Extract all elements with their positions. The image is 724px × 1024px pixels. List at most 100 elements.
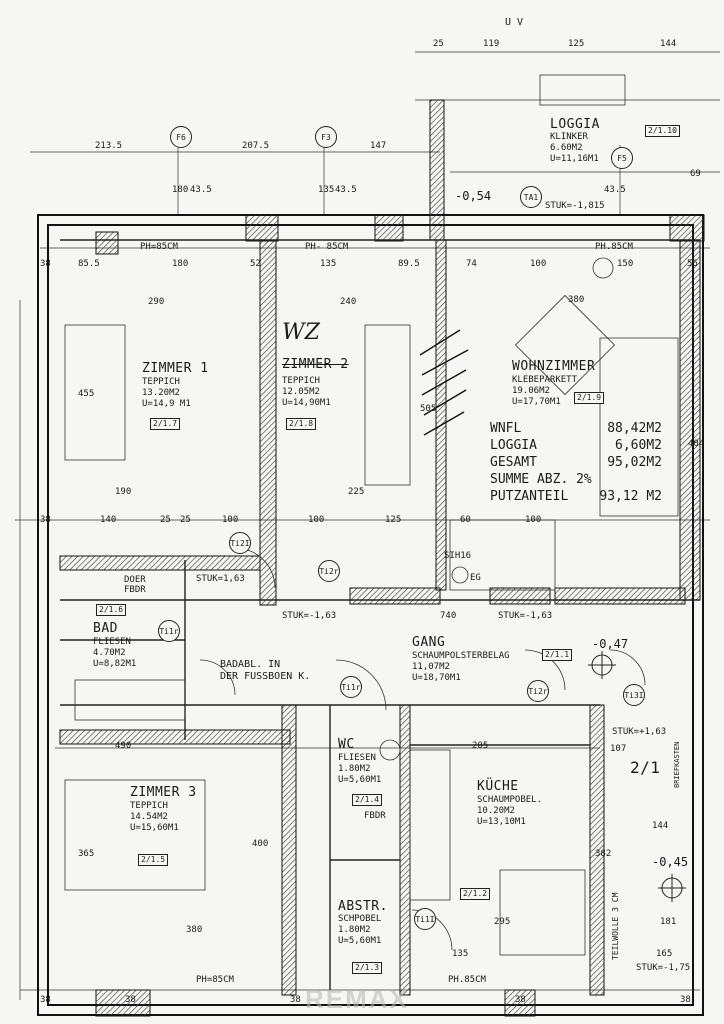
ph-label: PH.85CM — [595, 242, 633, 252]
dimension-label: 56 — [687, 259, 698, 269]
room-material: KLINKER — [550, 132, 588, 142]
room-name-gang: GANG — [412, 635, 446, 650]
fbdr-label: FBDR — [124, 585, 146, 595]
door-tag: Ti1r — [340, 676, 362, 698]
room-name-loggia: LOGGIA — [550, 117, 600, 132]
door-tag: Ti2r — [318, 560, 340, 582]
stuk-label: STUK=-1,63 — [498, 611, 553, 621]
axis-marker: F6 — [170, 126, 192, 148]
dimension-label: 455 — [78, 389, 95, 399]
stuk-label: STUK=1,63 — [196, 574, 245, 584]
level-label: -0,47 — [592, 637, 629, 651]
dimension-label: 89.5 — [398, 259, 420, 269]
room-name-abstr: ABSTR. — [338, 899, 388, 914]
room-material: SCHPOBEL — [338, 914, 382, 924]
dimension-label: 380 — [186, 925, 203, 935]
dimension-label: 295 — [494, 917, 511, 927]
dimension-label: 43.5 — [190, 185, 212, 195]
dimension-label: 43.5 — [604, 185, 626, 195]
dimension-label: 60 — [460, 515, 471, 525]
dimension-label: 100 — [525, 515, 542, 525]
dimension-label: 135 — [452, 949, 469, 959]
dimension-label: 740 — [440, 611, 457, 621]
dimension-label: 38 — [290, 995, 301, 1005]
dimension-label: 207.5 — [242, 141, 270, 151]
dimension-label: 400 — [252, 839, 269, 849]
mailbox-label: BRIEFKASTEN — [673, 741, 681, 788]
dimension-label: 25 — [160, 515, 171, 525]
dimension-label: 69 — [690, 169, 701, 179]
room-perimeter: U=14,9 M1 — [142, 399, 191, 409]
note-badablage: BADABL. IN — [220, 659, 281, 670]
dimension-label: 125 — [385, 515, 402, 525]
dimension-label: 180 — [172, 185, 189, 195]
door-tag: Ti2r — [527, 680, 549, 702]
ph-label: PH=85CM — [140, 242, 178, 252]
room-name-bad: BAD — [93, 621, 118, 636]
handwritten-note: WZ — [282, 320, 320, 345]
room-area: 12.05M2 — [282, 387, 320, 397]
dimension-label: 125 — [568, 39, 585, 49]
ph-label: PH- 85CM — [305, 242, 349, 252]
dimension-label: 38 — [515, 995, 526, 1005]
dimension-label: 150 — [617, 259, 634, 269]
door-tag: Ti1r — [158, 620, 180, 642]
dimension-label: 52 — [250, 259, 261, 269]
dimension-label: 205 — [472, 741, 489, 751]
furniture — [64, 74, 679, 956]
room-perimeter: U=5,60M1 — [338, 936, 382, 946]
room-area: 14.54M2 — [130, 812, 168, 822]
wall-note: TEILWOLLE 3 CM — [611, 892, 620, 960]
room-material: FLIESEN — [93, 637, 131, 647]
room-area: 19.06M2 — [512, 386, 550, 396]
dimension-label: 240 — [340, 297, 357, 307]
door-tag: Ti2I — [229, 532, 251, 554]
dimension-label: 140 — [100, 515, 117, 525]
room-tag: 2/1.5 — [138, 854, 169, 866]
dimension-label: 365 — [78, 849, 95, 859]
room-perimeter: U=14,90M1 — [282, 398, 331, 408]
room-tag: 2/1.8 — [286, 418, 317, 430]
dimension-label: 144 — [652, 821, 669, 831]
stuk-label: STUK=-1,75 — [636, 963, 691, 973]
level-label: -0,54 — [455, 189, 492, 203]
dimension-label: 25 — [180, 515, 191, 525]
dimension-label: 181 — [660, 917, 677, 927]
socket-label: EG — [470, 573, 481, 583]
dimension-label: 144 — [660, 39, 677, 49]
room-material: TEPPICH — [142, 377, 180, 387]
room-area: 13.20M2 — [142, 388, 180, 398]
room-name-kueche: KÜCHE — [477, 779, 519, 794]
hand-strokes — [419, 329, 469, 436]
room-tag: 2/1.10 — [645, 125, 680, 137]
dimension-label: 190 — [115, 487, 132, 497]
dimension-label: 135 — [318, 185, 335, 195]
room-material: KLEBEPARKETT — [512, 375, 578, 385]
stuk-label: STUK=+1,63 — [612, 727, 667, 737]
room-material: TEPPICH — [130, 801, 168, 811]
room-perimeter: U=5,60M1 — [338, 775, 382, 785]
dimension-label: 38 — [40, 259, 51, 269]
room-tag: 2/1.1 — [542, 649, 573, 661]
room-material: SCHAUMPOBEL. — [477, 795, 543, 805]
ph-label: PH=85CM — [196, 975, 234, 985]
level-crosshairs — [588, 651, 686, 902]
dimension-label: 25 — [433, 39, 444, 49]
room-tag: 2/1.3 — [352, 962, 383, 974]
dimension-label: 380 — [568, 295, 585, 305]
side-tag: 2/1 — [630, 758, 661, 777]
room-area: 11,07M2 — [412, 662, 450, 672]
ph-label: PH.85CM — [448, 975, 486, 985]
room-perimeter: U=13,10M1 — [477, 817, 526, 827]
summary-row: SUMME ABZ. 2% — [490, 472, 592, 487]
room-area: 6.60M2 — [550, 143, 583, 153]
room-tag: 2/1.7 — [150, 418, 181, 430]
outer-walls — [37, 214, 704, 1016]
dimension-label: 505 — [420, 404, 437, 414]
axis-marker: F5 — [611, 147, 633, 169]
room-perimeter: U=17,70M1 — [512, 397, 561, 407]
dimension-label: 38 — [125, 995, 136, 1005]
